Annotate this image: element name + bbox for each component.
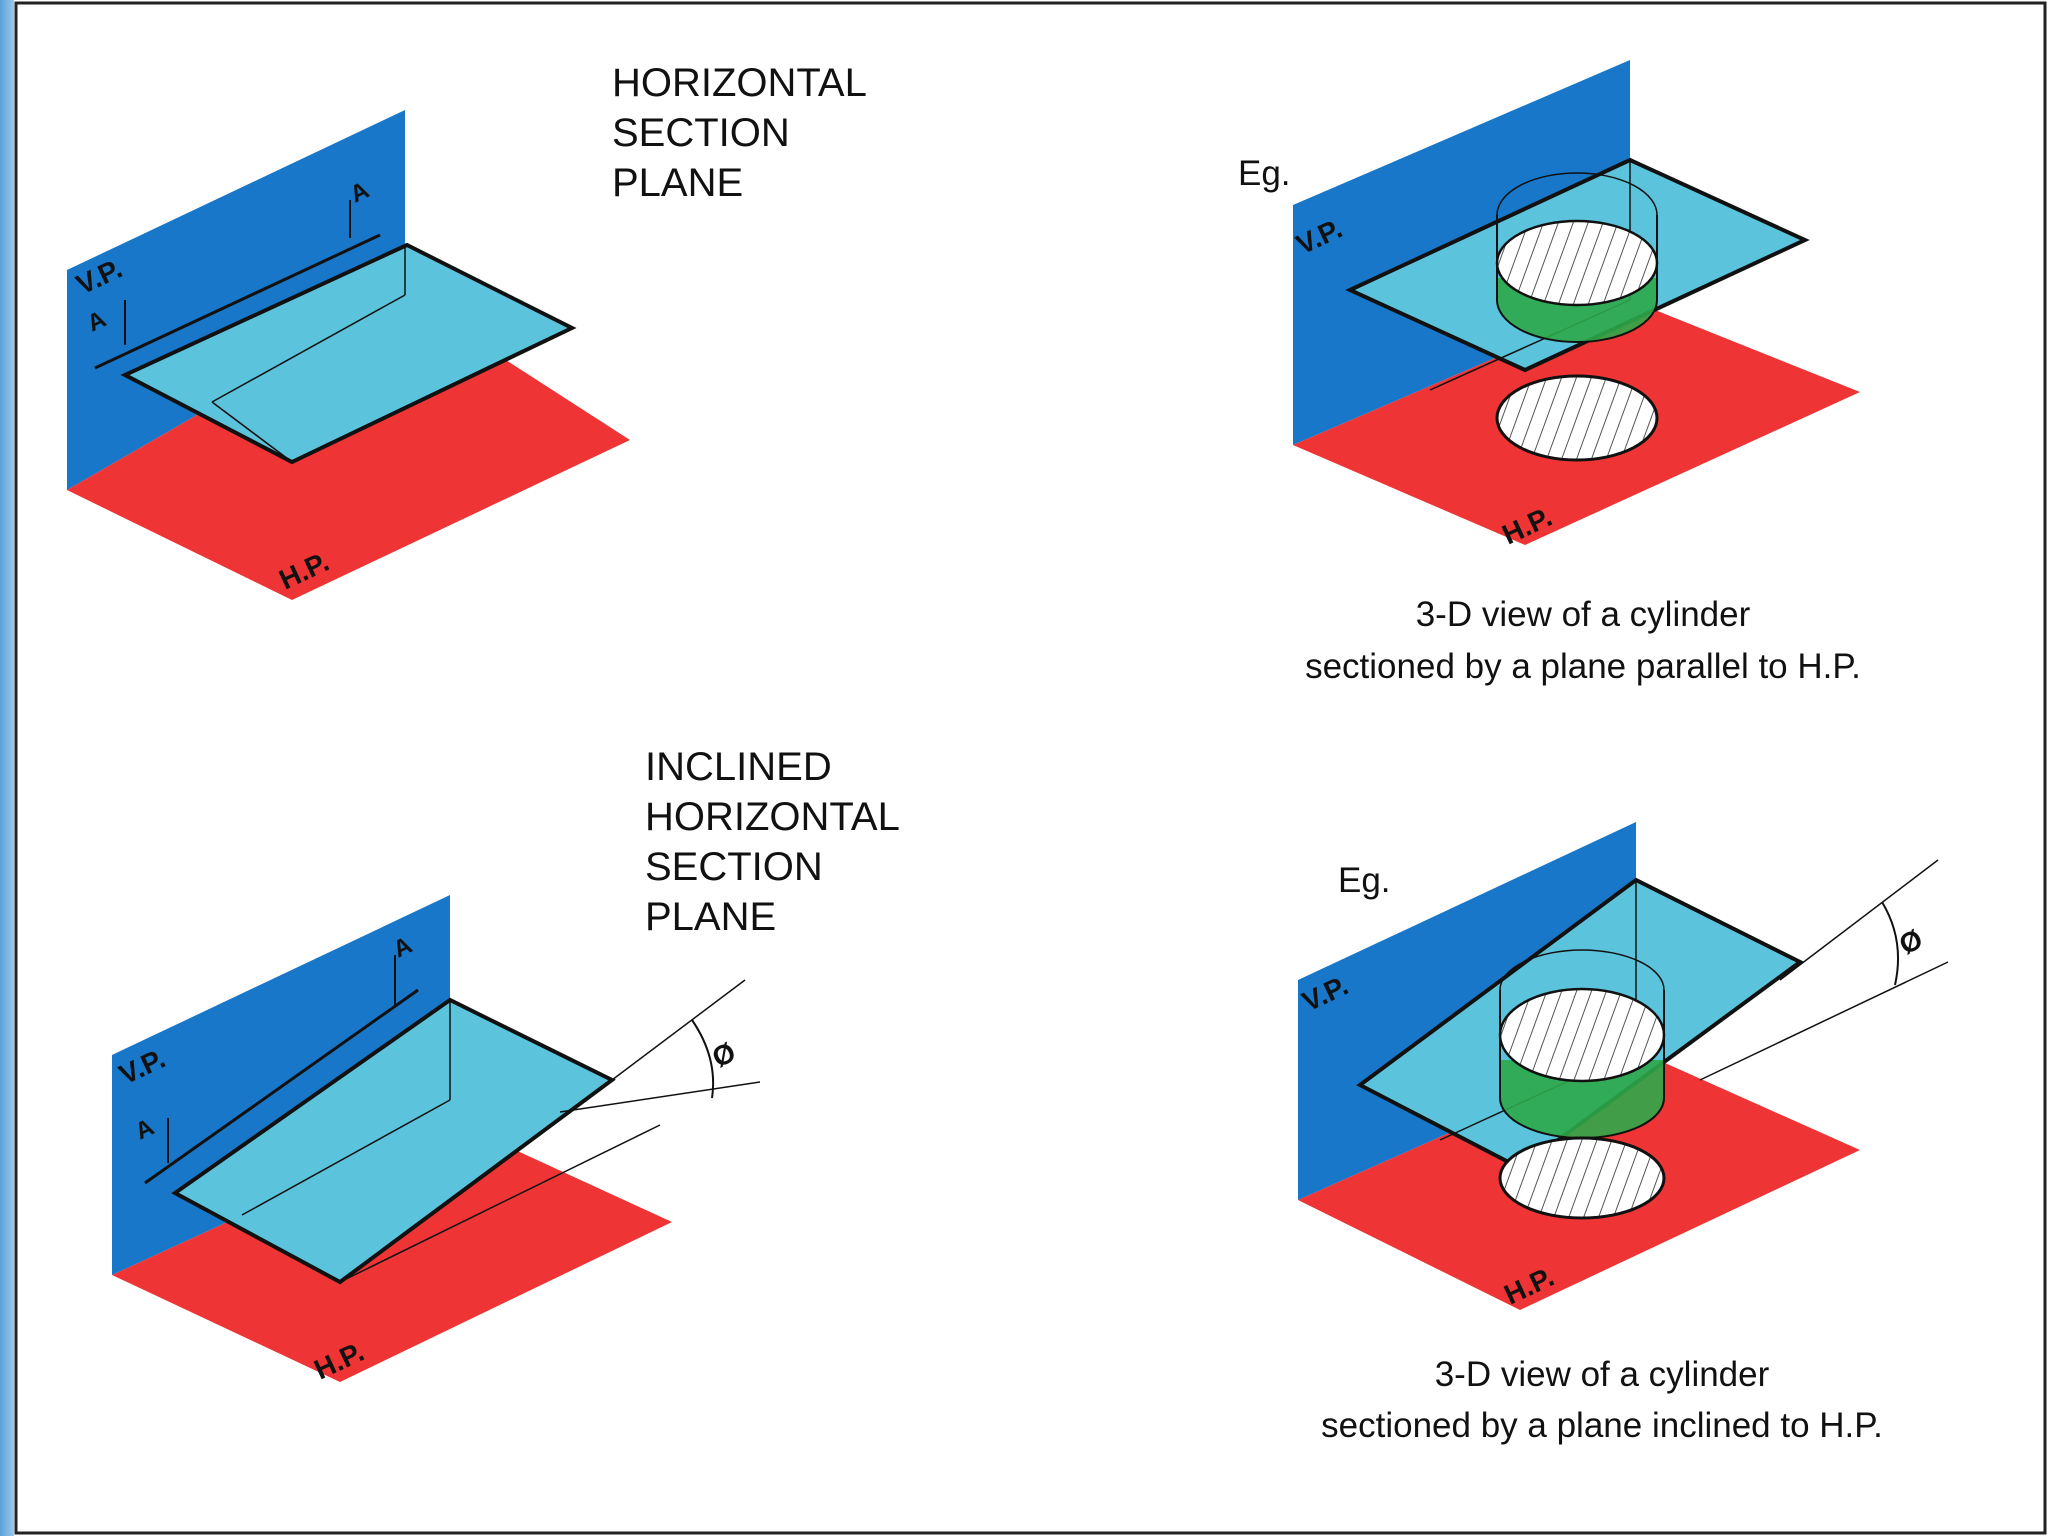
title-line: PLANE	[645, 895, 776, 939]
title-line: SECTION	[612, 111, 790, 155]
angle-arc	[691, 1019, 715, 1099]
eg-label: Eg.	[1238, 154, 1291, 193]
cylinder-top-edge	[1496, 172, 1658, 216]
section-plane	[120, 242, 577, 465]
hidden-edge	[339, 1124, 661, 1283]
vertical-plane	[67, 110, 405, 490]
caption-line: 3-D view of a cylinder	[1435, 1355, 1770, 1394]
frame-left-border	[0, 0, 14, 1536]
title-line: SECTION	[645, 845, 823, 889]
hidden-edge	[211, 294, 406, 403]
horizontal-plane	[112, 1120, 672, 1382]
diagram-horizontal-section-plane: HORIZONTAL SECTION PLANE V.P. A A H.P.	[67, 61, 867, 600]
diagram-cylinder-parallel-section: Eg. V.P. H.P. 3-D view of a cylinder sec…	[1238, 60, 1861, 686]
hidden-edge	[211, 401, 293, 463]
angle-symbol: Ø	[1894, 923, 1927, 960]
section-hatched-ellipse	[1498, 987, 1666, 1083]
cylinder-top-edge	[1499, 949, 1665, 991]
angle-arc	[1881, 901, 1900, 986]
angle-line	[559, 1081, 761, 1113]
title-line: INCLINED	[645, 745, 832, 789]
title-line: PLANE	[612, 161, 743, 205]
diagram-inclined-section-plane: INCLINED HORIZONTAL SECTION PLANE V.P. A…	[112, 745, 900, 1385]
diagram-cylinder-inclined-section: Eg. V.P. Ø H.P. 3-D view of a cylinder s…	[1297, 822, 1949, 1445]
eg-label: Eg.	[1338, 861, 1391, 900]
cylinder-outline	[1496, 299, 1658, 343]
horizontal-plane	[67, 295, 630, 600]
angle-line	[611, 979, 746, 1081]
outer-frame	[14, 1, 2047, 1535]
title-line: HORIZONTAL	[612, 61, 867, 105]
caption-line: sectioned by a plane parallel to H.P.	[1305, 647, 1861, 686]
angle-line	[1699, 961, 1949, 1081]
cutting-plane-line	[144, 988, 419, 1185]
section-hatched-ellipse	[1495, 219, 1659, 307]
caption-line: 3-D view of a cylinder	[1416, 595, 1751, 634]
title-line: HORIZONTAL	[645, 795, 900, 839]
caption-line: sectioned by a plane inclined to H.P.	[1321, 1406, 1883, 1445]
cutting-plane-line	[94, 233, 381, 370]
angle-line	[1779, 859, 1939, 981]
top-view-hatched-ellipse	[1495, 374, 1659, 462]
hidden-edge	[241, 1099, 451, 1216]
top-view-hatched-ellipse	[1498, 1136, 1666, 1220]
cylinder-shading	[1500, 1060, 1664, 1138]
